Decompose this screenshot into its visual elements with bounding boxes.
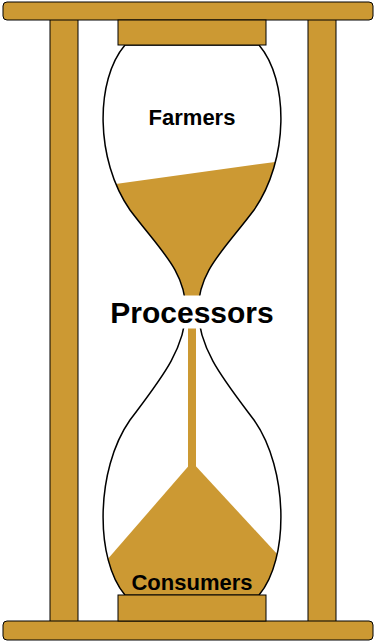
frame-post [50, 18, 78, 622]
sand [0, 148, 376, 600]
glass-outline-path [103, 45, 281, 595]
bottom-label: Consumers [131, 571, 252, 595]
frame-bar [3, 621, 373, 640]
middle-label: Processors [108, 296, 275, 329]
frame-bar [3, 2, 373, 20]
glass-cap [118, 595, 266, 621]
glass-cap [118, 20, 266, 45]
top-label: Farmers [149, 106, 236, 130]
frame-post [308, 18, 336, 622]
hourglass-glass: FarmersProcessorsConsumers [90, 45, 294, 595]
